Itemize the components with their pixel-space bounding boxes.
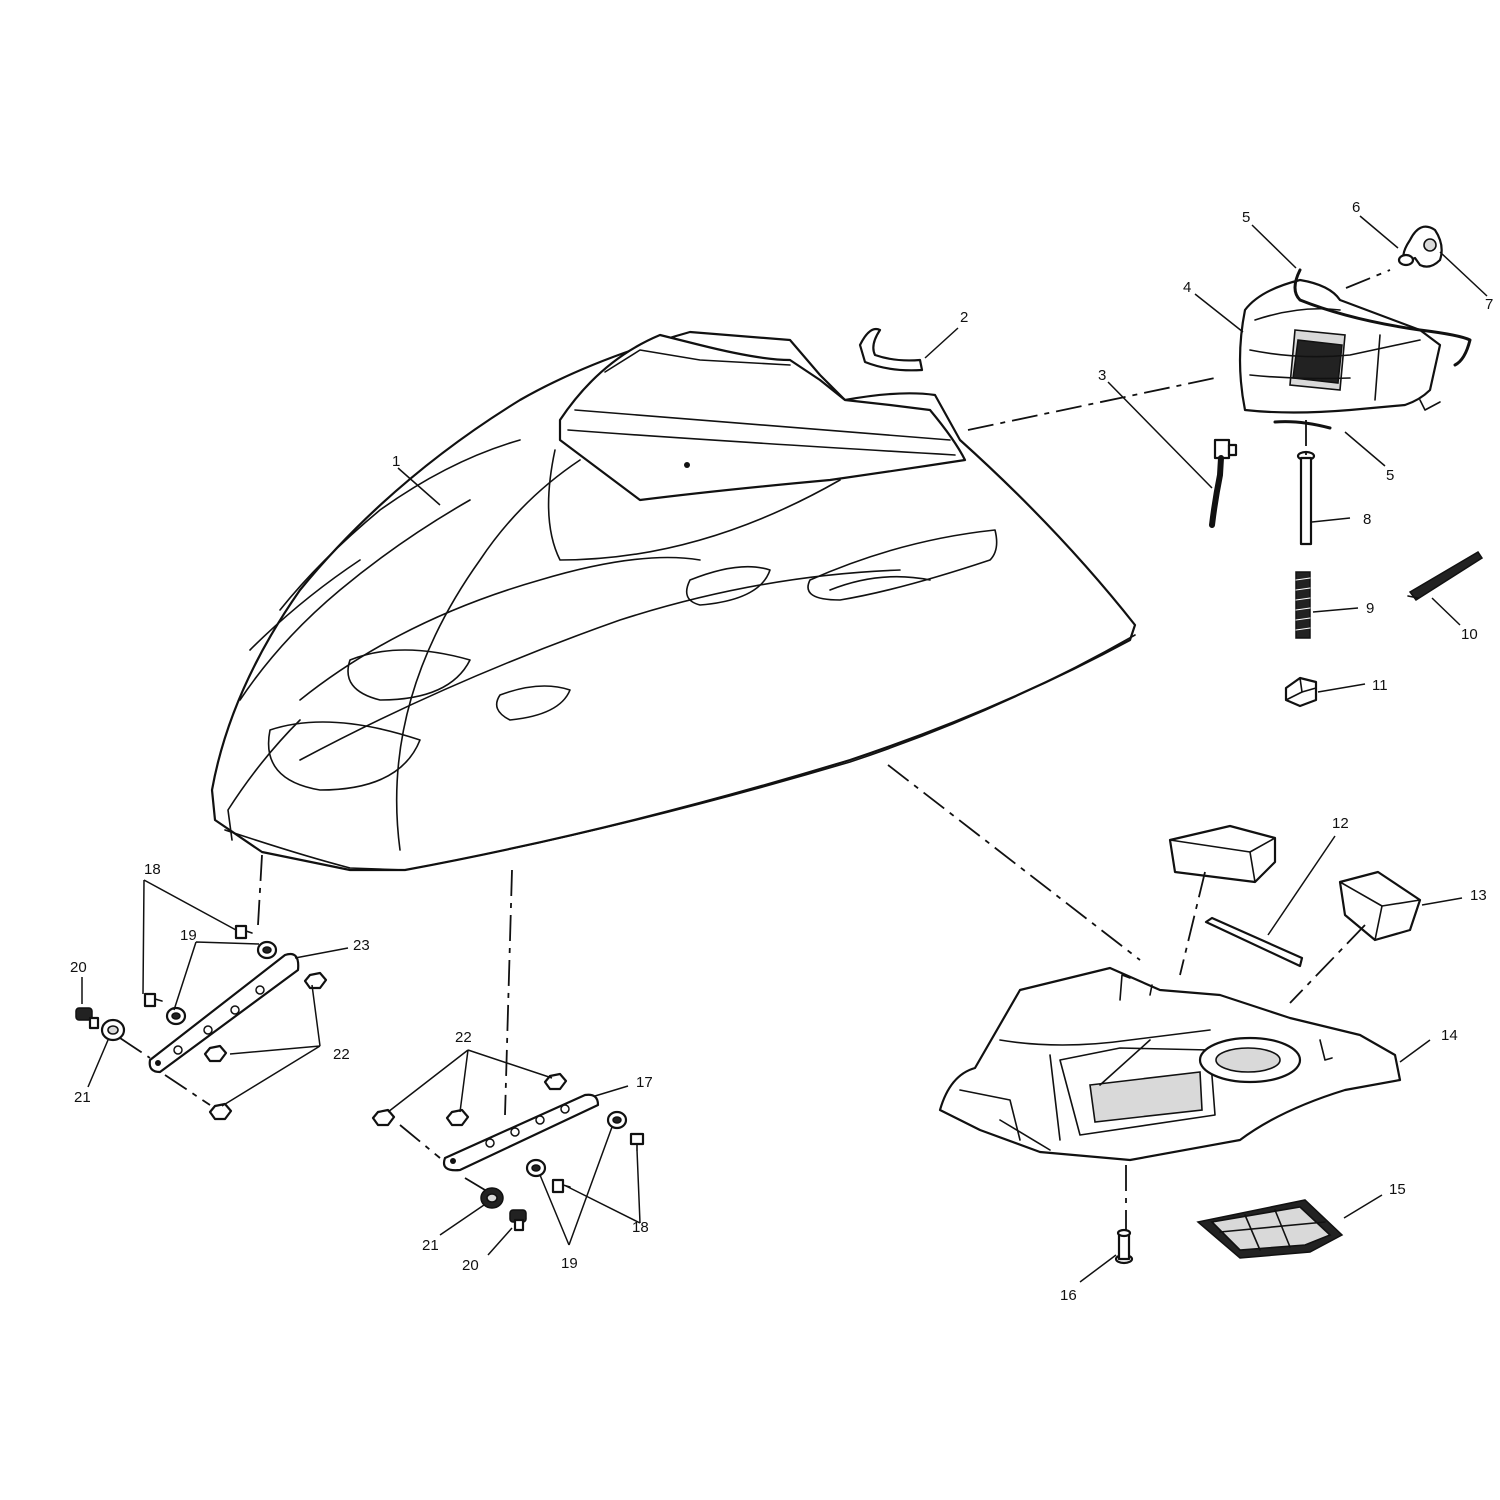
bracket-left-part[interactable] bbox=[148, 952, 300, 1074]
callout-10: 10 bbox=[1461, 626, 1478, 643]
nut-22-right-a[interactable] bbox=[371, 1108, 396, 1127]
callout-19-left: 19 bbox=[180, 927, 197, 944]
washer-19-left-top[interactable] bbox=[256, 940, 278, 960]
callout-8: 8 bbox=[1363, 511, 1371, 528]
bolt-18-left-bottom[interactable] bbox=[143, 992, 163, 1008]
callout-7: 7 bbox=[1485, 296, 1493, 313]
leader-lines bbox=[81, 215, 1488, 1283]
strap-part[interactable] bbox=[1407, 550, 1484, 602]
bracket-right-part[interactable] bbox=[442, 1093, 600, 1172]
belly-pan-part[interactable] bbox=[938, 966, 1402, 1162]
callout-12: 12 bbox=[1332, 815, 1349, 832]
washer-19-right-a[interactable] bbox=[606, 1110, 628, 1130]
callout-11: 11 bbox=[1372, 677, 1388, 694]
spring-part[interactable] bbox=[1295, 571, 1311, 639]
nut-22-left-b[interactable] bbox=[203, 1044, 228, 1063]
bushing-21-left[interactable] bbox=[100, 1018, 126, 1042]
assembly-lines bbox=[119, 269, 1391, 1230]
pin-part[interactable] bbox=[1296, 450, 1316, 546]
washer-19-left-bottom[interactable] bbox=[165, 1006, 187, 1026]
bolt-18-right-a[interactable] bbox=[629, 1132, 645, 1151]
callout-20-left: 20 bbox=[70, 959, 87, 976]
callout-9: 9 bbox=[1366, 600, 1374, 617]
callout-5-upper: 5 bbox=[1242, 209, 1250, 226]
callout-22-left: 22 bbox=[333, 1046, 350, 1063]
callout-18-left: 18 bbox=[144, 861, 161, 878]
callout-19-right: 19 bbox=[561, 1255, 578, 1272]
knob-part[interactable] bbox=[1397, 225, 1443, 268]
callout-5-lower: 5 bbox=[1386, 467, 1394, 484]
windshield-part[interactable] bbox=[1238, 278, 1442, 414]
callout-16: 16 bbox=[1060, 1287, 1077, 1304]
callout-17: 17 bbox=[636, 1074, 653, 1091]
nut-22-left-c[interactable] bbox=[208, 1102, 233, 1121]
callout-13: 13 bbox=[1470, 887, 1487, 904]
bolt-20-right[interactable] bbox=[509, 1209, 527, 1232]
callout-2: 2 bbox=[960, 309, 968, 326]
callout-4: 4 bbox=[1183, 279, 1191, 296]
hood-part[interactable] bbox=[210, 330, 1137, 872]
wiring-harness-part[interactable] bbox=[1209, 438, 1238, 528]
washer-19-right-b[interactable] bbox=[525, 1158, 547, 1178]
callout-1: 1 bbox=[392, 453, 400, 470]
seal-upper-part[interactable] bbox=[1293, 268, 1472, 367]
seal-lower-part[interactable] bbox=[1273, 420, 1332, 430]
callout-23: 23 bbox=[353, 937, 370, 954]
callout-15: 15 bbox=[1389, 1181, 1406, 1198]
bolt-20-left[interactable] bbox=[75, 1007, 100, 1030]
callout-3: 3 bbox=[1098, 367, 1106, 384]
callout-labels: 1 2 3 4 5 5 6 7 8 9 10 11 12 13 14 15 16… bbox=[70, 199, 1493, 1304]
callout-22-right: 22 bbox=[455, 1029, 472, 1046]
callout-20-right: 20 bbox=[462, 1257, 479, 1274]
grill-part[interactable] bbox=[1196, 1199, 1344, 1259]
trim-strip-part[interactable] bbox=[858, 327, 924, 372]
callout-6: 6 bbox=[1352, 199, 1360, 216]
callout-21-left: 21 bbox=[74, 1089, 91, 1106]
callout-21-right: 21 bbox=[422, 1237, 439, 1254]
bushing-21-right[interactable] bbox=[480, 1187, 504, 1209]
latch-block-part[interactable] bbox=[1284, 676, 1318, 708]
bolt-18-left-top[interactable] bbox=[234, 924, 253, 940]
foam-strip-part[interactable] bbox=[1204, 916, 1304, 968]
screw-part[interactable] bbox=[1114, 1228, 1134, 1265]
nut-22-right-b[interactable] bbox=[445, 1108, 470, 1127]
callout-14: 14 bbox=[1441, 1027, 1458, 1044]
callout-18-right: 18 bbox=[632, 1219, 649, 1236]
foam-pad-part[interactable] bbox=[1338, 870, 1422, 942]
foam-block-part[interactable] bbox=[1168, 824, 1277, 884]
nut-22-left-a[interactable] bbox=[303, 971, 328, 990]
